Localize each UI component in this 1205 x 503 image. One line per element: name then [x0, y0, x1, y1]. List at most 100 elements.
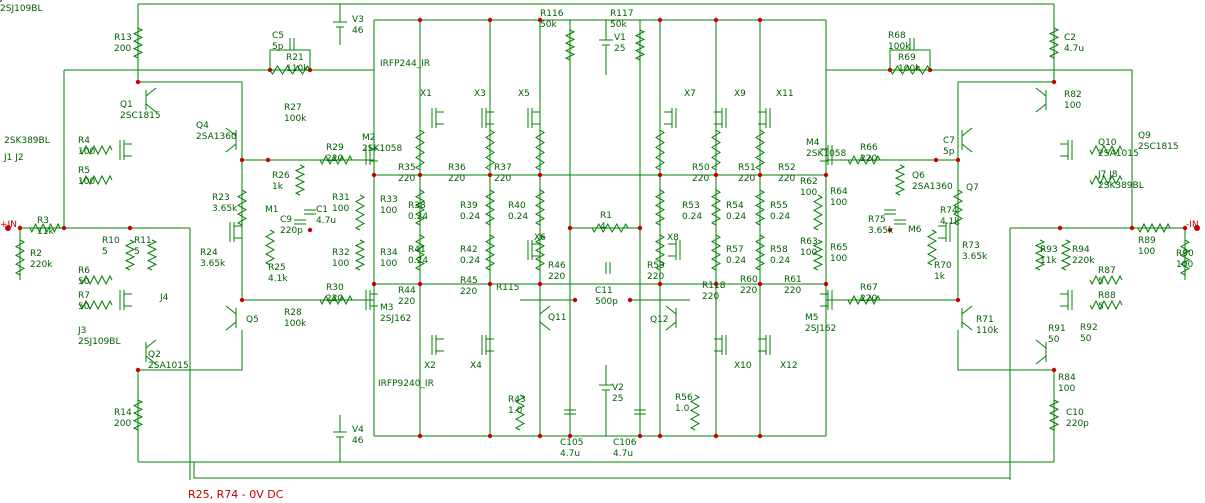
component-label: C5: [272, 31, 284, 41]
component-label: R67: [860, 283, 878, 293]
component-value: 100: [830, 198, 847, 208]
resistor: [654, 189, 666, 226]
resistor: [14, 239, 26, 276]
junction-dot: [417, 172, 423, 178]
resistor: [319, 294, 353, 306]
junction-dot: [1182, 225, 1188, 231]
component-value: 2SJ162: [805, 324, 836, 334]
mosfet: [758, 108, 771, 128]
junction-dot: [657, 433, 663, 439]
component-value: 500p: [595, 297, 618, 307]
components: [14, 21, 1191, 438]
component-label: R116: [540, 9, 564, 19]
transistor: [1035, 87, 1047, 113]
component-label: R33: [380, 195, 398, 205]
battery: [333, 431, 347, 438]
resistor: [124, 239, 136, 271]
component-label: C2: [1064, 33, 1076, 43]
component-label: R93: [1040, 245, 1058, 255]
junction-dot: [713, 17, 719, 23]
component-label: R46: [548, 261, 566, 271]
component-value: 1.0: [675, 404, 690, 414]
component-label: R40: [508, 201, 526, 211]
component-label: R58: [770, 245, 788, 255]
component-label: R74: [940, 206, 958, 216]
junction-dot: [61, 225, 67, 231]
component-label: R68: [888, 31, 906, 41]
transistor: [1035, 339, 1047, 365]
component-label: X4: [470, 361, 482, 371]
component-label: Q2: [148, 350, 161, 360]
component-label: R75: [868, 215, 886, 225]
resistor: [1089, 299, 1123, 311]
component-label: R54: [726, 201, 744, 211]
component-value: 25: [614, 44, 625, 54]
junction-dot: [713, 433, 719, 439]
component-value: 1.0: [508, 406, 523, 416]
component-label: X11: [776, 89, 794, 99]
transistor: [225, 127, 237, 153]
transistor: [539, 305, 551, 331]
component-label: C1: [316, 205, 328, 215]
component-value: 220: [398, 174, 415, 184]
junction-dot: [657, 172, 663, 178]
wires: [5, 3, 1200, 480]
component-value: 220: [778, 174, 795, 184]
mosfet: [431, 335, 444, 355]
mosfet: [714, 335, 727, 355]
component-value: 4.1k: [940, 217, 960, 227]
junction-dot: [567, 433, 573, 439]
junction-dot: [1051, 79, 1057, 85]
component-label: C10: [1066, 408, 1084, 418]
component-label: R5: [78, 166, 90, 176]
component-value: 0.24: [770, 212, 790, 222]
component-label: J4: [159, 293, 169, 303]
component-value: 220: [738, 174, 755, 184]
junction-dot: [637, 433, 643, 439]
mosfet: [758, 335, 771, 355]
mosfet: [229, 222, 242, 242]
component-label: Q6: [912, 171, 925, 181]
plus-input-label: +IN: [0, 220, 17, 230]
component-value: 5: [1098, 277, 1104, 287]
component-label: R41: [408, 245, 426, 255]
component-label: X12: [780, 361, 798, 371]
component-label: R84: [1058, 373, 1076, 383]
component-label: R87: [1098, 266, 1116, 276]
component-label: R94: [1072, 245, 1090, 255]
component-value: 100: [380, 206, 397, 216]
component-value: 200: [114, 44, 131, 54]
mosfet: [365, 290, 378, 310]
component-label: R115: [496, 283, 519, 293]
component-label: Q10: [1098, 138, 1117, 148]
resistor: [1034, 239, 1046, 271]
junction-dot: [713, 281, 719, 287]
mosfet: [119, 290, 132, 310]
resistor: [132, 27, 144, 59]
component-value: 220: [784, 286, 801, 296]
component-value: 46: [352, 436, 364, 446]
transistor: [961, 305, 973, 331]
component-value: 0.24: [408, 212, 428, 222]
resistor: [847, 294, 881, 306]
component-label: R53: [682, 201, 700, 211]
component-value: 100: [1064, 101, 1081, 111]
resistor: [485, 129, 495, 171]
junction-dot: [1051, 367, 1057, 373]
component-label: V2: [612, 383, 624, 393]
component-label: R50: [692, 163, 710, 173]
component-label: X10: [734, 361, 752, 371]
capacitor: [634, 409, 646, 415]
component-label: R38: [408, 201, 426, 211]
component-value: 0.24: [726, 256, 746, 266]
component-value: 4.1k: [268, 274, 288, 284]
input-terminal: [1194, 225, 1200, 231]
battery: [333, 21, 347, 28]
component-label: C11: [595, 286, 613, 296]
resistor: [847, 154, 881, 166]
junction-dot: [17, 225, 23, 231]
resistor: [236, 189, 248, 226]
battery: [599, 384, 613, 391]
component-label: R59: [647, 261, 665, 271]
component-label: 2SK389BL: [4, 136, 50, 146]
